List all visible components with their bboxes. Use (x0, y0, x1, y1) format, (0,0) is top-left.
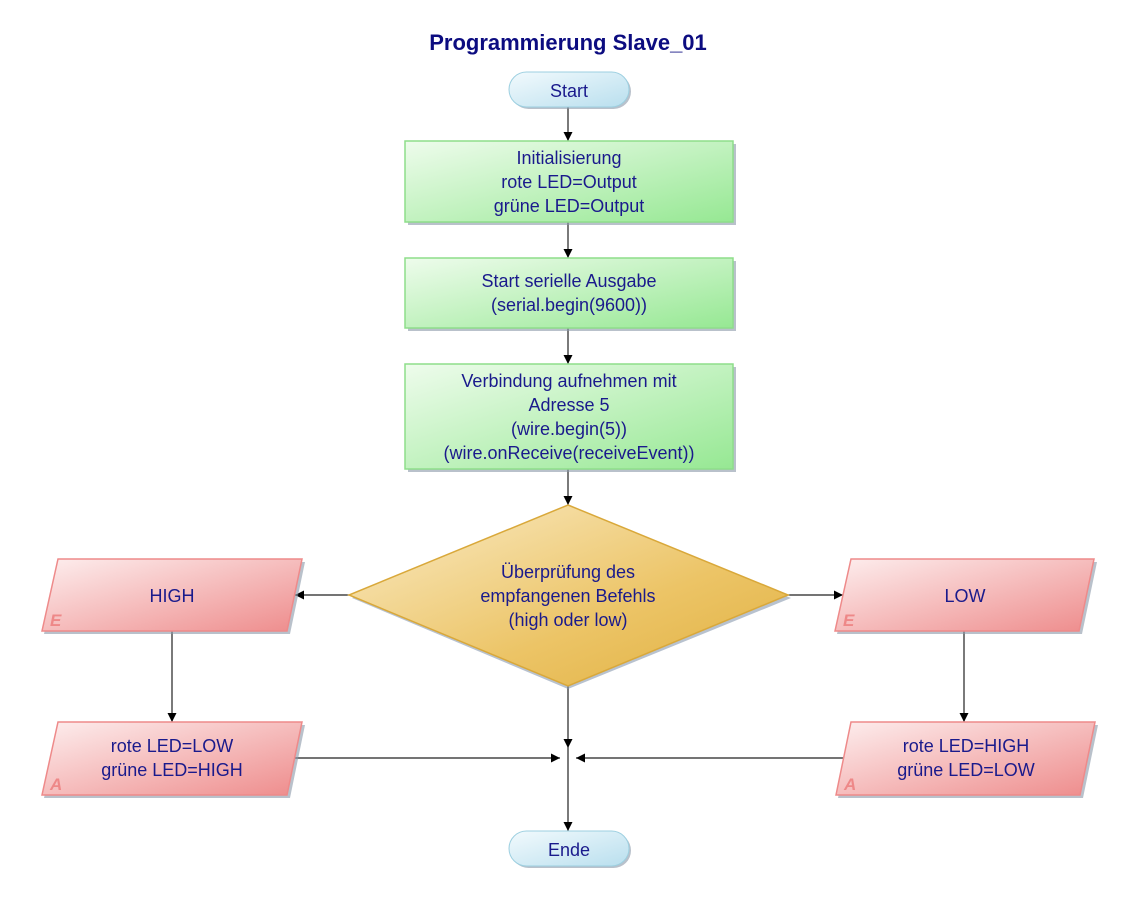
init-line-3: grüne LED=Output (494, 196, 645, 216)
wire-line-3: (wire.begin(5)) (511, 419, 627, 439)
end-label: Ende (548, 840, 590, 860)
output-high-node[interactable]: rote LED=LOW grüne LED=HIGH A (41, 721, 305, 798)
serial-process-node[interactable]: Start serielle Ausgabe (serial.begin(960… (404, 257, 736, 331)
input-low-node[interactable]: LOW E (834, 558, 1097, 634)
diagram-title: Programmierung Slave_01 (429, 30, 707, 55)
wire-process-node[interactable]: Verbindung aufnehmen mit Adresse 5 (wire… (404, 363, 736, 472)
init-line-1: Initialisierung (516, 148, 621, 168)
output-low-line-2: grüne LED=LOW (897, 760, 1035, 780)
output-tag-icon: A (843, 775, 856, 794)
decision-line-1: Überprüfung des (501, 562, 635, 582)
output-low-node[interactable]: rote LED=HIGH grüne LED=LOW A (835, 721, 1098, 798)
end-node[interactable]: Ende (508, 830, 631, 868)
start-label: Start (550, 81, 588, 101)
decision-line-2: empfangenen Befehls (480, 586, 655, 606)
input-low-label: LOW (944, 586, 985, 606)
wire-line-2: Adresse 5 (528, 395, 609, 415)
input-high-node[interactable]: HIGH E (41, 558, 305, 634)
input-high-label: HIGH (150, 586, 195, 606)
init-line-2: rote LED=Output (501, 172, 637, 192)
start-node[interactable]: Start (508, 71, 631, 109)
input-tag-icon: E (843, 611, 855, 630)
wire-line-1: Verbindung aufnehmen mit (461, 371, 676, 391)
serial-line-1: Start serielle Ausgabe (481, 271, 656, 291)
serial-line-2: (serial.begin(9600)) (491, 295, 647, 315)
connectors (167, 107, 969, 831)
input-tag-icon: E (50, 611, 62, 630)
output-tag-icon: A (49, 775, 62, 794)
output-high-line-1: rote LED=LOW (111, 736, 234, 756)
output-low-line-1: rote LED=HIGH (903, 736, 1030, 756)
decision-line-3: (high oder low) (508, 610, 627, 630)
init-process-node[interactable]: Initialisierung rote LED=Output grüne LE… (404, 140, 736, 225)
output-high-line-2: grüne LED=HIGH (101, 760, 243, 780)
wire-line-4: (wire.onReceive(receiveEvent)) (443, 443, 694, 463)
decision-node[interactable]: Überprüfung des empfangenen Befehls (hig… (347, 504, 791, 689)
